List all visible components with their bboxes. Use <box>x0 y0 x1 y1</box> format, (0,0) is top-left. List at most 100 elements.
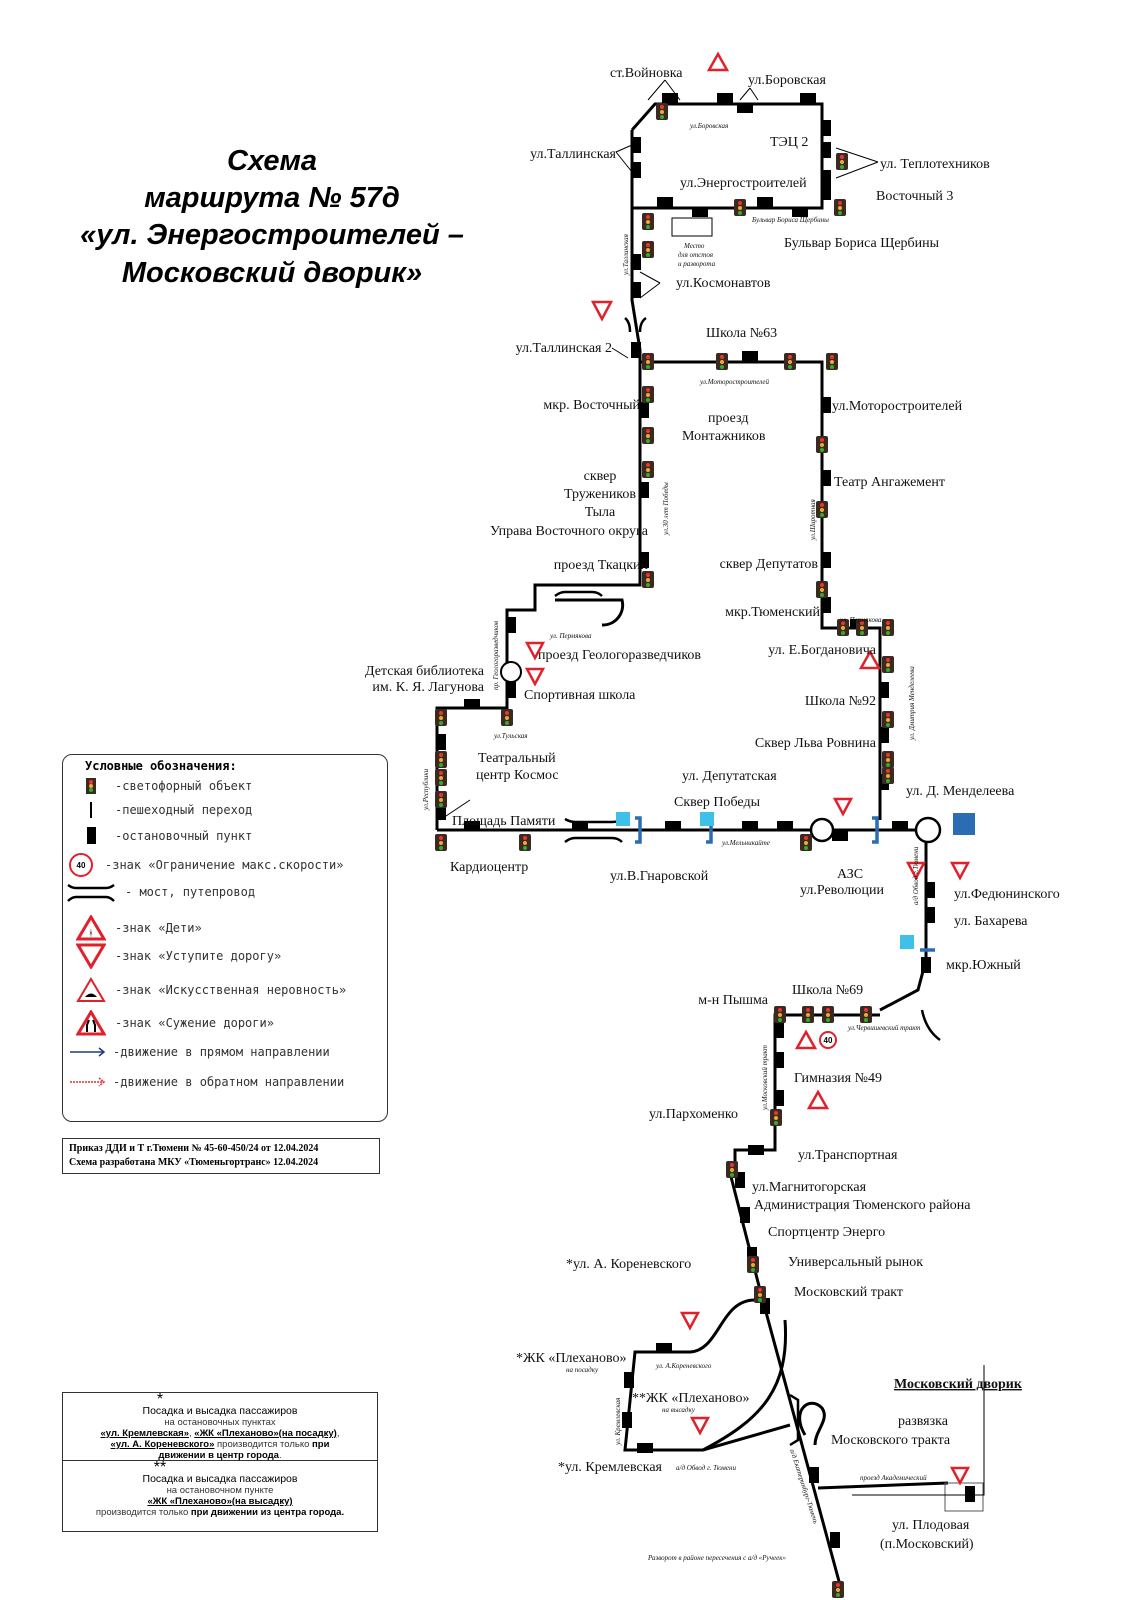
bus-stop-icon <box>925 907 935 923</box>
stop-label: ул.Энергостроителей <box>680 176 807 191</box>
bus-stop-icon <box>631 162 641 178</box>
traffic-light-icon <box>734 199 746 216</box>
svg-text:ᚼ: ᚼ <box>88 928 93 939</box>
legend-item: -знак «Сужение дороги» <box>73 1010 274 1036</box>
bus-stop-icon <box>965 1486 975 1502</box>
bus-stop-icon <box>760 1298 770 1314</box>
bus-stop-icon <box>821 184 831 200</box>
bus-stop-icon <box>832 831 848 841</box>
traffic-light-icon <box>816 501 828 518</box>
stop-label: ул.Моторостроителей <box>832 399 963 414</box>
traffic-light-icon <box>856 619 868 636</box>
footnotes: * Посадка и высадка пассажиров на остано… <box>62 1392 378 1532</box>
stop-label: м-н Пышма <box>698 993 769 1008</box>
legend-item: -пешеходный переход <box>73 802 252 818</box>
layover-note: и разворота <box>678 260 716 268</box>
bus-stop-icon <box>821 170 831 186</box>
footnote-one: * Посадка и высадка пассажиров на остано… <box>63 1391 377 1461</box>
title-line: «ул. Энергостроителей – <box>80 219 464 251</box>
legend-item: - мост, путепровод <box>63 881 255 903</box>
underpass-icon <box>616 812 630 826</box>
bus-stop-icon <box>821 120 831 136</box>
legend-label: -движение в обратном направлении <box>113 1075 345 1089</box>
stop-label: ул.Таллинская <box>530 147 616 162</box>
bus-stop-icon <box>656 1343 672 1353</box>
stop-label: *ул. Кремлевская <box>558 1460 663 1475</box>
stop-label: ул.Космонавтов <box>676 276 771 291</box>
traffic-light-icon <box>519 834 531 851</box>
stop-label: Сквер Победы <box>674 795 761 810</box>
stop-label: ул.Транспортная <box>798 1148 898 1163</box>
geologorazvedchikov-turn <box>555 598 625 627</box>
stop-ref: «ул. А. Кореневского» <box>110 1439 215 1450</box>
bridge-icon <box>554 590 603 597</box>
traffic-light-icon <box>716 353 728 370</box>
bridges <box>554 316 941 1447</box>
stop-label: ул.Пархоменко <box>649 1107 738 1122</box>
bus-stop-icon <box>665 821 681 831</box>
layover-note: для отстоя <box>678 251 713 259</box>
bus-stop-icon <box>821 142 831 158</box>
stop-label: (п.Московский) <box>880 1537 974 1552</box>
yield-sign-icon <box>679 1311 701 1331</box>
street-label: ул.30 лет Победы <box>662 482 670 536</box>
children-sign-icon: ᚼ <box>73 915 109 941</box>
roundabout <box>914 816 942 844</box>
children-sign-icon <box>806 1089 830 1110</box>
legend-label: -знак «Дети» <box>115 921 202 935</box>
bus-stop-icon <box>740 1207 750 1223</box>
traffic-light-icon <box>642 427 654 444</box>
traffic-light-icon <box>656 103 668 120</box>
traffic-light-icon <box>642 353 654 370</box>
traffic-light-icon <box>435 791 447 808</box>
stop-ref: «ЖК «Плеханово»(на высадку) <box>147 1496 293 1507</box>
stop-label: ул. Е.Богдановича <box>768 643 876 658</box>
bus-stop-icon <box>757 197 773 207</box>
street-label: ул.Червишевский тракт <box>847 1024 920 1032</box>
traffic-light-icon <box>822 1006 834 1023</box>
footnote-star: * <box>156 1391 164 1408</box>
legend-item: -светофорный объект <box>73 777 252 795</box>
stop-label: АЗС <box>837 867 863 882</box>
speed-limit-sign: 40 <box>819 1031 837 1049</box>
traffic-light-icon <box>832 1581 844 1598</box>
bus-stop-icon <box>572 821 588 831</box>
stop-label: **ЖК «Плеханово» <box>632 1391 750 1406</box>
stop-label: ул.Таллинская 2 <box>516 341 612 356</box>
footnote-text: на остановочных пунктах <box>164 1417 276 1428</box>
stop-label: Детская библиотека <box>365 664 485 679</box>
stop-label: центр Космос <box>476 768 559 783</box>
stop-label: Монтажников <box>682 429 766 444</box>
stop-label: ул. Д. Менделеева <box>906 784 1015 799</box>
legend-item: -движение в прямом направлении <box>69 1045 330 1059</box>
bus-stop-icon <box>821 552 831 568</box>
traffic-light-icon <box>754 1286 766 1303</box>
traffic-light-icon <box>882 751 894 768</box>
layover-place <box>671 217 713 237</box>
bus-stop-icon <box>830 1532 840 1548</box>
traffic-light-icon <box>642 241 654 258</box>
traffic-light-icon <box>816 581 828 598</box>
route-akademichesky <box>817 1481 949 1490</box>
stop-label: Московский тракт <box>794 1285 903 1300</box>
stop-labels: ст.Войновка ул.Боровская ТЭЦ 2 ул.Таллин… <box>365 66 1060 1552</box>
bus-stop-icon <box>925 882 935 898</box>
legend-label: -знак «Искусственная неровность» <box>115 983 347 997</box>
bus-stop-icon <box>892 821 908 831</box>
bus-stop-icon <box>639 552 649 568</box>
legend-label: -знак «Ограничение макс.скорости» <box>105 858 344 872</box>
bus-stop-icon <box>748 1145 764 1155</box>
underpass-icon <box>900 935 914 949</box>
legend-label: -светофорный объект <box>115 779 253 793</box>
stop-label: ул. Теплотехников <box>880 157 990 172</box>
children-sign-icon <box>706 51 730 72</box>
footnote-text: при движении из центра города. <box>190 1507 345 1518</box>
traffic-light-icon <box>770 1109 782 1126</box>
traffic-light-icon <box>73 777 109 795</box>
stop-label: Спортцентр Энерго <box>768 1225 885 1240</box>
underpass-icon <box>700 812 714 826</box>
footnote-text: производится только <box>217 1439 310 1450</box>
bus-stop-icon <box>464 699 480 709</box>
stop-label: Универсальный рынок <box>788 1255 923 1270</box>
